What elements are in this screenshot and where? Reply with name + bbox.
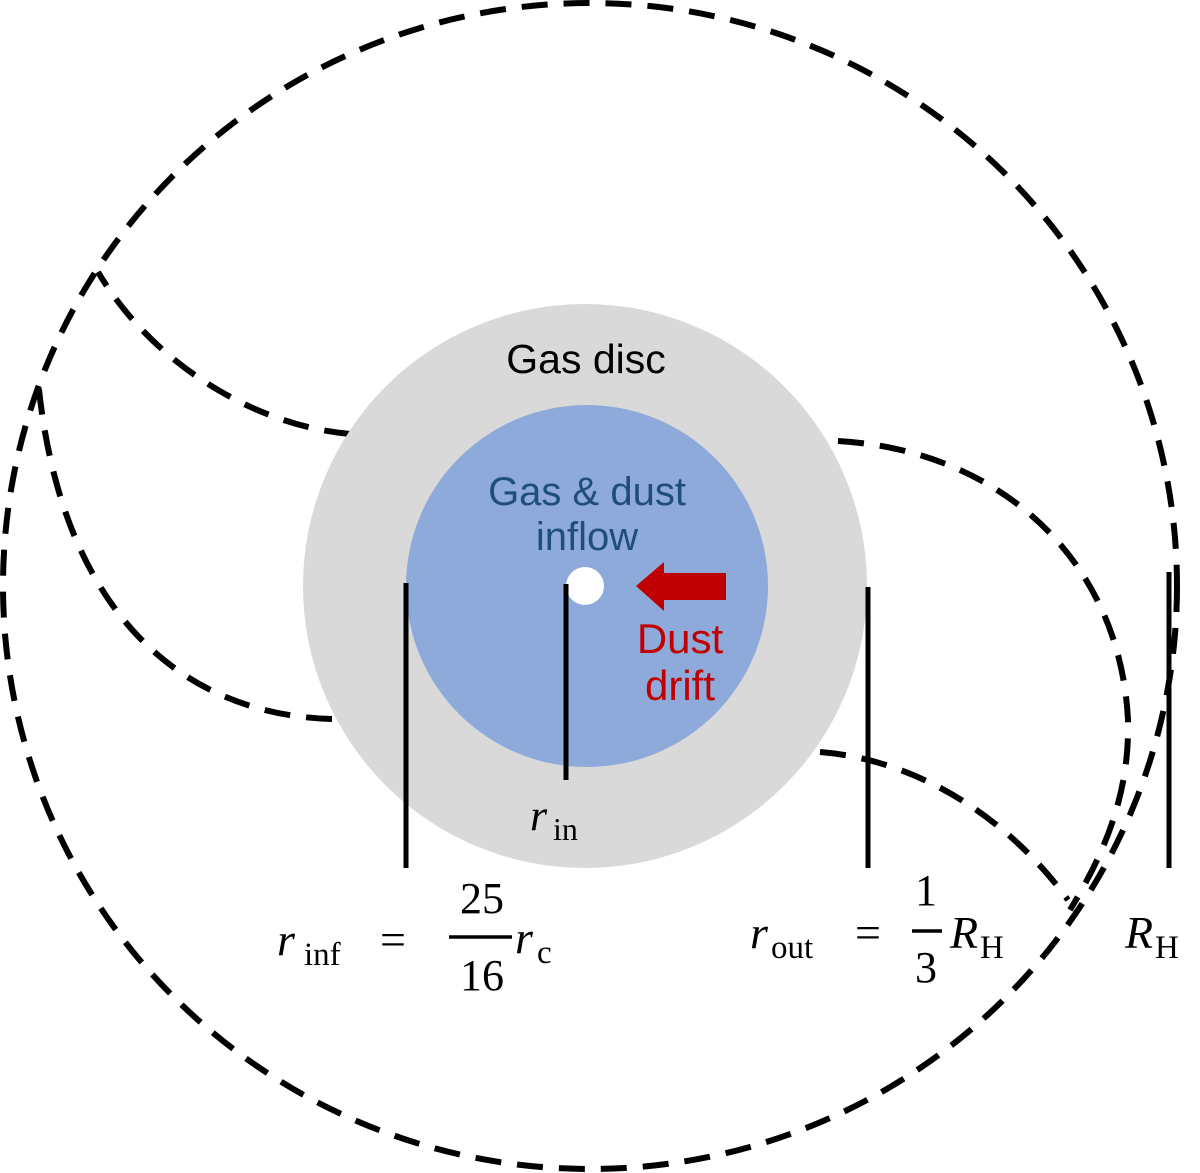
r-out-label: r out = 1 3 R H: [750, 866, 1004, 992]
r-in-symbol: r: [530, 791, 548, 840]
gas-disc-label: Gas disc: [506, 336, 666, 382]
r-out-numerator: 1: [915, 866, 937, 915]
r-inf-symbol: r: [277, 914, 296, 965]
streamer-upper-right: [837, 438, 1132, 912]
r-in-label: r in: [530, 791, 578, 847]
dust-drift-label-line2: drift: [645, 662, 715, 709]
r-inf-denominator: 16: [460, 951, 504, 1000]
r-out-subscript: out: [771, 930, 813, 966]
left-arrow-icon: [636, 562, 726, 611]
r-inf-numerator: 25: [460, 874, 504, 923]
hill-radius-label: R H: [1124, 907, 1179, 966]
r-inf-equals: =: [380, 914, 406, 965]
r-inf-factor-symbol: r: [515, 912, 534, 963]
r-in-subscript: in: [553, 811, 578, 847]
r-out-equals: =: [855, 907, 881, 958]
streamer-lower-left: [35, 379, 333, 722]
r-inf-subscript: inf: [304, 937, 341, 973]
r-inf-factor-subscript: c: [537, 935, 552, 971]
r-out-symbol: r: [750, 907, 769, 958]
hill-radius-symbol: R: [1124, 907, 1153, 958]
inflow-label-line1: Gas & dust: [488, 470, 686, 514]
hill-radius-subscript: H: [1155, 930, 1179, 966]
r-out-denominator: 3: [915, 943, 937, 992]
r-out-factor-symbol: R: [949, 907, 978, 958]
dust-drift-label-line1: Dust: [637, 615, 724, 662]
streamer-upper-left: [95, 270, 351, 437]
r-inf-label: r inf = 25 16 r c: [277, 874, 552, 1000]
r-out-factor-subscript: H: [980, 930, 1004, 966]
planet-icon: [566, 567, 604, 605]
streamer-lower-right: [819, 749, 1071, 902]
inflow-label-line2: inflow: [536, 515, 638, 559]
